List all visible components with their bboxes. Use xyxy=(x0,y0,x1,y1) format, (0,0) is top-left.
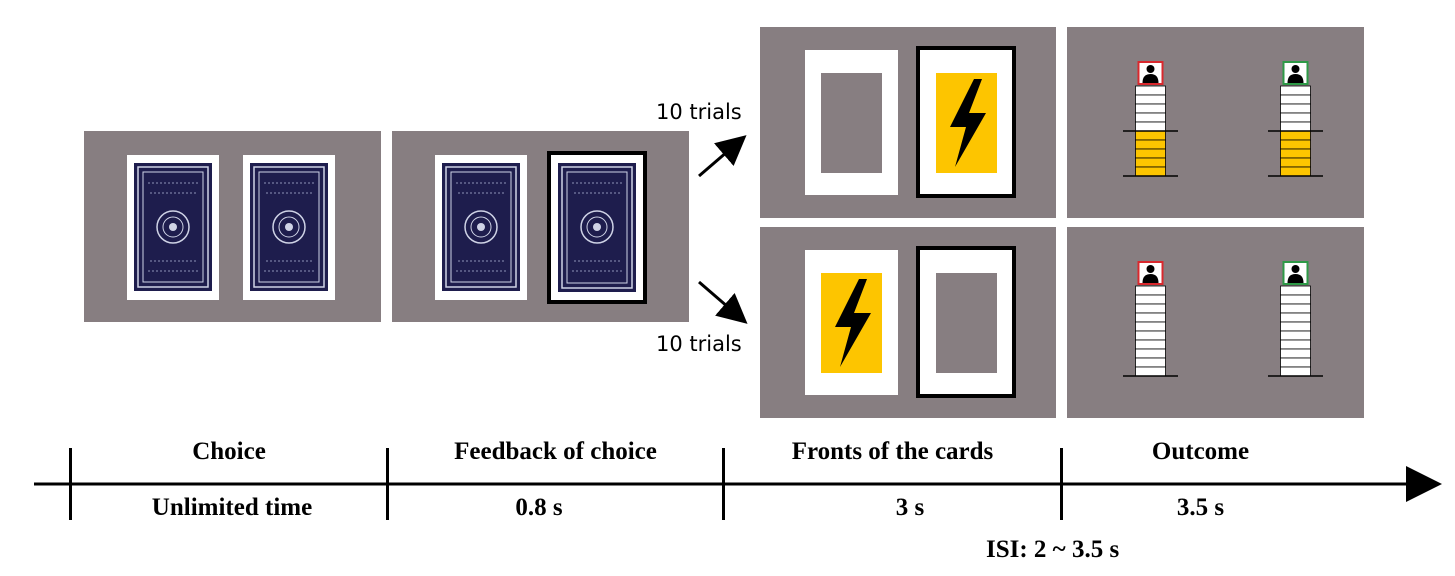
empty-block xyxy=(1280,357,1311,368)
empty-block xyxy=(1135,94,1166,105)
isi-label: ISI: 2 ~ 3.5 s xyxy=(986,536,1120,563)
filled-block xyxy=(1280,166,1311,177)
filled-block xyxy=(1280,148,1311,159)
fronts-screen-lower xyxy=(760,227,1056,418)
phase-label-choice: Choice xyxy=(192,438,266,465)
card-back-icon xyxy=(134,163,212,291)
empty-block xyxy=(1280,294,1311,305)
right-card xyxy=(243,155,335,300)
left-player-stack xyxy=(1113,61,1188,181)
empty-block xyxy=(1280,121,1311,132)
empty-block xyxy=(1280,321,1311,332)
left-card xyxy=(127,155,219,300)
right-player-stack xyxy=(1258,61,1333,181)
filled-block xyxy=(1135,139,1166,150)
card-back-icon xyxy=(442,163,520,291)
empty-block xyxy=(1135,339,1166,350)
empty-block xyxy=(1280,348,1311,359)
outcome-screen-upper xyxy=(1067,27,1364,218)
empty-block xyxy=(1280,366,1311,377)
empty-block xyxy=(1135,103,1166,114)
duration-choice: Unlimited time xyxy=(151,494,313,521)
filled-block xyxy=(1135,157,1166,168)
lightning-bolt-icon xyxy=(821,273,882,373)
empty-block xyxy=(1280,103,1311,114)
empty-block xyxy=(1135,357,1166,368)
duration-feedback: 0.8 s xyxy=(515,494,563,521)
left-player-stack xyxy=(1113,261,1188,381)
lightning-bolt-icon xyxy=(936,73,997,173)
lower-branch-label: 10 trials xyxy=(656,332,742,356)
person-icon xyxy=(1137,61,1164,85)
left-card-front xyxy=(805,50,898,195)
empty-block xyxy=(1135,112,1166,123)
empty-block xyxy=(1135,294,1166,305)
duration-fronts: 3 s xyxy=(895,494,925,521)
empty-block xyxy=(1280,285,1311,296)
empty-block xyxy=(1135,366,1166,377)
empty-block xyxy=(1135,303,1166,314)
empty-block xyxy=(1135,121,1166,132)
empty-block xyxy=(1280,312,1311,323)
filled-block xyxy=(1135,148,1166,159)
phase-label-feedback: Feedback of choice xyxy=(454,438,657,465)
fronts-screen-upper xyxy=(760,27,1056,218)
empty-block xyxy=(1135,330,1166,341)
empty-block xyxy=(1280,94,1311,105)
left-card xyxy=(435,155,527,300)
blank-card-face xyxy=(821,73,882,173)
filled-block xyxy=(1280,157,1311,168)
upper-branch-label: 10 trials xyxy=(656,100,742,124)
empty-block xyxy=(1280,330,1311,341)
empty-block xyxy=(1135,312,1166,323)
duration-outcome: 3.5 s xyxy=(1176,494,1225,521)
filled-block xyxy=(1135,166,1166,177)
person-icon xyxy=(1137,261,1164,285)
empty-block xyxy=(1135,321,1166,332)
timeline-tick xyxy=(386,448,389,520)
empty-block xyxy=(1135,348,1166,359)
choice-screen xyxy=(84,131,381,322)
filled-block xyxy=(1280,139,1311,150)
phase-label-fronts: Fronts of the cards xyxy=(791,438,994,465)
selected-card-front xyxy=(916,46,1016,198)
card-back-icon xyxy=(250,163,328,291)
timeline-tick xyxy=(1060,448,1063,520)
empty-block xyxy=(1135,85,1166,96)
feedback-screen xyxy=(392,131,689,322)
empty-block xyxy=(1280,303,1311,314)
right-player-stack xyxy=(1258,261,1333,381)
filled-block xyxy=(1135,130,1166,141)
selected-card xyxy=(547,151,647,304)
timeline-tick xyxy=(722,448,725,520)
selected-card-front xyxy=(916,246,1016,398)
phase-label-outcome: Outcome xyxy=(1151,438,1250,465)
filled-block xyxy=(1280,130,1311,141)
blank-card-face xyxy=(936,273,997,373)
outcome-screen-lower xyxy=(1067,227,1364,418)
empty-block xyxy=(1280,339,1311,350)
person-icon xyxy=(1282,261,1309,285)
person-icon xyxy=(1282,61,1309,85)
empty-block xyxy=(1280,112,1311,123)
timeline-tick xyxy=(69,448,72,520)
empty-block xyxy=(1135,285,1166,296)
left-card-front xyxy=(805,250,898,395)
card-back-icon xyxy=(558,163,636,292)
empty-block xyxy=(1280,85,1311,96)
